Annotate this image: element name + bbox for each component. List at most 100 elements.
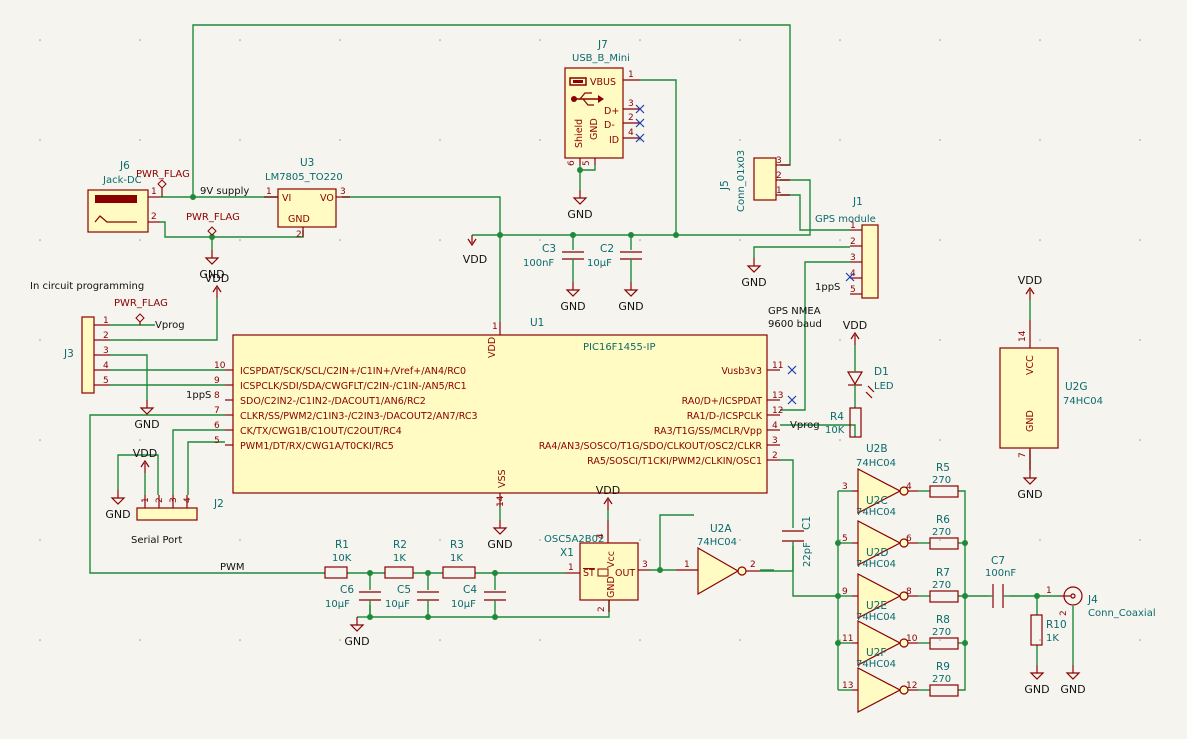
u3-lm7805[interactable]: U3 LM7805_TO220 VI VO GND 1 3 2 9V suppl… bbox=[200, 157, 350, 240]
vdd-symbol: VDD bbox=[843, 319, 867, 345]
j4-pin1: 1 bbox=[1046, 586, 1052, 596]
buffer-inverter[interactable]: 13 12 bbox=[842, 667, 918, 713]
j4-ref: J4 bbox=[1087, 594, 1098, 606]
u1-left-pin-name: ICSPCLK/SDI/SDA/CWGFLT/C2IN-/C1IN-/AN5/R… bbox=[240, 381, 467, 392]
series-resistor-ref: R6 bbox=[936, 514, 950, 526]
series-resistor-ref: R9 bbox=[936, 661, 950, 673]
buffer-in-pin: 5 bbox=[842, 534, 848, 544]
gnd-symbol: GND bbox=[344, 617, 370, 648]
u1-right-pin-name: RA3/T1G/SS/MCLR/Vpp bbox=[654, 426, 762, 437]
j5-conn-01x03[interactable]: 3 2 1 J5 Conn_01x03 bbox=[719, 150, 790, 212]
grid bbox=[39, 39, 1141, 641]
j6-jack-dc[interactable]: J6 Jack-DC 1 2 bbox=[87, 160, 160, 233]
c5-ref: C5 bbox=[397, 584, 411, 596]
j7-pin1: 1 bbox=[628, 70, 634, 80]
c6-capacitor[interactable]: C6 10µF bbox=[325, 584, 381, 617]
u1-left-pin-num: 5 bbox=[214, 436, 220, 446]
series-resistor-value: 270 bbox=[932, 475, 951, 486]
c4-capacitor[interactable]: C4 10µF bbox=[451, 584, 506, 617]
series-resistor-value: 270 bbox=[932, 674, 951, 685]
buffer-in-pin: 13 bbox=[842, 681, 853, 691]
j3-pin-num: 5 bbox=[103, 376, 109, 386]
u2a-inverter[interactable]: U2A 74HC04 1 2 bbox=[676, 523, 793, 596]
u1-right-pin-num: 2 bbox=[772, 451, 778, 461]
gnd-symbol: GND bbox=[487, 520, 513, 551]
buffer-out-pin: 12 bbox=[906, 681, 917, 691]
net-pwm: PWM bbox=[220, 562, 245, 573]
buffer-in-pin: 9 bbox=[842, 587, 848, 597]
buffer-ref: U2C bbox=[866, 495, 888, 507]
r2-value: 1K bbox=[393, 553, 406, 564]
u1-left-pin-num: 7 bbox=[214, 406, 220, 416]
buffer-out-pin: 6 bbox=[906, 534, 912, 544]
j5-pin2: 2 bbox=[776, 171, 782, 181]
j2-value: Serial Port bbox=[131, 535, 182, 546]
x1-st: ST bbox=[583, 568, 595, 579]
j7-usb-mini[interactable]: J7 USB_B_Mini VBUS D+ D- ID Shield GND 1… bbox=[564, 39, 645, 166]
j3-pin-num: 1 bbox=[103, 316, 109, 326]
c3-value: 100nF bbox=[523, 258, 554, 269]
c3-capacitor[interactable]: C3 100nF bbox=[523, 243, 584, 282]
c7-capacitor[interactable]: C7 100nF bbox=[985, 555, 1016, 608]
j5-value: Conn_01x03 bbox=[736, 150, 747, 212]
gnd-label: GND bbox=[105, 508, 130, 521]
c2-value: 10µF bbox=[587, 258, 612, 269]
vdd-symbol: VDD bbox=[463, 235, 487, 266]
c2-capacitor[interactable]: C2 10µF bbox=[587, 243, 642, 282]
u1-right-pin-num: 11 bbox=[772, 361, 783, 371]
x1-pin1: 1 bbox=[568, 563, 574, 573]
vdd-label: VDD bbox=[205, 272, 229, 285]
j1-pin-num: 2 bbox=[850, 237, 856, 247]
pwr-flag-vprog: PWR_FLAG bbox=[114, 298, 168, 325]
rc-filter[interactable]: R1 10K R2 1K R3 1K C6 10µF C5 10µF C4 10… bbox=[220, 539, 506, 617]
gnd-label: GND bbox=[344, 635, 369, 648]
j1-ref: J1 bbox=[852, 196, 863, 208]
j4-coax-connector[interactable]: 1 2 J4 Conn_Coaxial bbox=[1046, 586, 1156, 619]
r10-ref: R10 bbox=[1046, 619, 1067, 631]
u2g-power-unit[interactable]: VCC GND 14 7 U2G 74HC04 bbox=[999, 320, 1103, 470]
u1-right-pin-num: 3 bbox=[772, 436, 778, 446]
gnd-label: GND bbox=[560, 300, 585, 313]
gnd-symbol: GND bbox=[1017, 470, 1043, 501]
gnd-symbol: GND bbox=[741, 258, 767, 289]
buffer-in-pin: 11 bbox=[842, 634, 853, 644]
gnd-symbol: GND bbox=[560, 282, 586, 313]
u3-pin3: 3 bbox=[340, 187, 346, 197]
x1-oscillator[interactable]: X1 OSC5A2B02 ST OUT Vcc GND 1 3 4 2 bbox=[544, 520, 650, 612]
c5-capacitor[interactable]: C5 10µF bbox=[385, 584, 439, 617]
r4-resistor[interactable]: R4 10K Vprog bbox=[790, 407, 862, 438]
r2-ref: R2 bbox=[393, 539, 407, 551]
j7-pin5: 5 bbox=[582, 160, 592, 166]
j5-pin3: 3 bbox=[776, 156, 782, 166]
u1-vss-pin: 14 bbox=[496, 495, 506, 507]
d1-led[interactable]: D1 LED bbox=[846, 365, 894, 408]
j7-dplus: D+ bbox=[604, 106, 619, 117]
u1-left-pin-name: SDO/C2IN2-/C1IN2-/DACOUT1/AN6/RC2 bbox=[240, 396, 426, 407]
series-resistor-ref: R5 bbox=[936, 462, 950, 474]
u2a-value: 74HC04 bbox=[697, 537, 737, 548]
gnd-symbol: GND bbox=[105, 490, 131, 521]
c1-capacitor[interactable]: C1 22pF bbox=[782, 516, 813, 571]
x1-pin2: 2 bbox=[597, 606, 607, 612]
r3-ref: R3 bbox=[450, 539, 464, 551]
gnd-symbol: GND bbox=[618, 282, 644, 313]
c7-value: 100nF bbox=[985, 568, 1016, 579]
r10-resistor[interactable]: R10 1K bbox=[1030, 614, 1067, 646]
j7-pin3: 3 bbox=[628, 99, 634, 109]
buffer-out-pin: 4 bbox=[906, 482, 912, 492]
